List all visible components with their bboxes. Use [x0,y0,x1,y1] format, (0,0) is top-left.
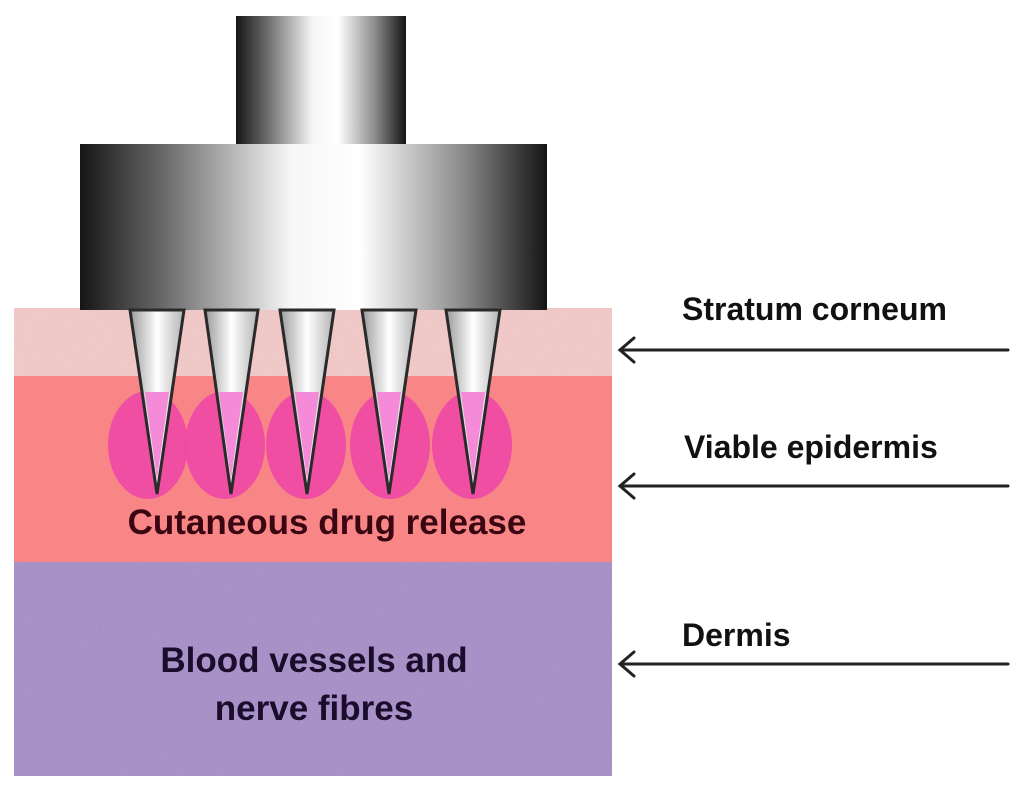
dermis-label: Dermis [682,617,791,653]
stratum-corneum-arrow [617,336,1010,364]
stratum-corneum-label: Stratum corneum [682,291,947,327]
applicator-base [80,144,547,310]
microneedles [128,308,502,495]
microneedle [278,308,336,495]
dermis-description-line2: nerve fibres [215,689,413,728]
microneedle [128,308,186,495]
microneedle [360,308,418,495]
drug-release-label: Cutaneous drug release [128,503,527,542]
dermis-layer [14,562,612,776]
microneedle [203,308,260,495]
dermis-arrow [617,650,1010,678]
viable-epidermis-arrow [617,472,1010,500]
applicator-top-cylinder [236,16,406,144]
dermis-description-line1: Blood vessels and [160,641,467,680]
viable-epidermis-label: Viable epidermis [684,429,938,465]
microneedle [444,308,502,495]
